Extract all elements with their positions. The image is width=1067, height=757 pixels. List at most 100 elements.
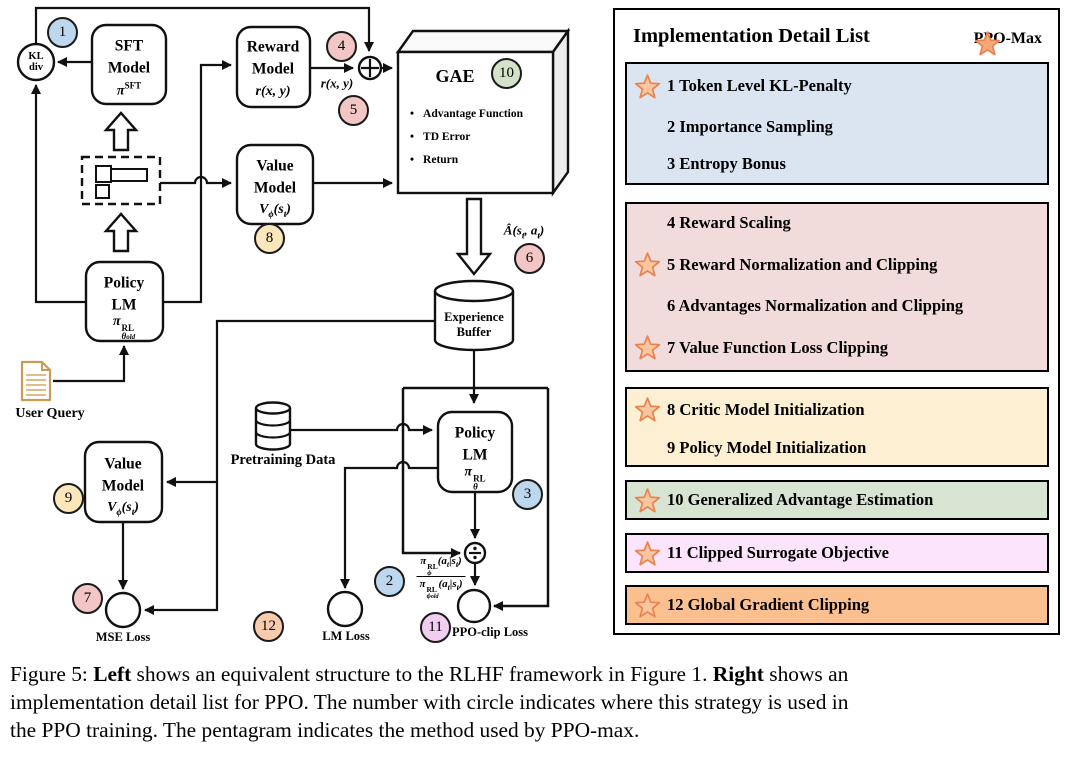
sft-model-box bbox=[90, 23, 168, 106]
block-arrow-policyold-to-ranked bbox=[103, 212, 139, 253]
value-bottom-math-label: Vϕ(st) bbox=[107, 500, 139, 517]
sft-label-line2: Model bbox=[107, 59, 151, 77]
bullet-glyph: • bbox=[410, 154, 415, 166]
reward-label-line1: Reward bbox=[246, 38, 300, 56]
detail-group-kl: 1 Token Level KL-Penalty 2 Importance Sa… bbox=[625, 62, 1049, 185]
user-query-doc-lines bbox=[26, 374, 46, 396]
detail-item-8: 8 Critic Model Initialization bbox=[627, 396, 1047, 423]
buffer-label-line1: Experience bbox=[444, 309, 504, 324]
gae-bullet-list: •Advantage Function •TD Error •Return bbox=[410, 108, 523, 177]
detail-item-3: 3 Entropy Bonus bbox=[667, 154, 786, 174]
reward-output-label: r(x, y) bbox=[320, 75, 354, 91]
detail-group-reward: 4 Reward Scaling 5 Reward Normalization … bbox=[625, 202, 1049, 372]
badge-12: 12 bbox=[253, 611, 284, 642]
lm-loss-node bbox=[326, 590, 364, 628]
pretraining-db-top bbox=[254, 401, 292, 415]
detail-item-5: 5 Reward Normalization and Clipping bbox=[627, 251, 1047, 278]
block-arrow-gae-to-buffer bbox=[455, 197, 493, 276]
experience-buffer-body bbox=[433, 291, 515, 352]
implementation-detail-panel: Implementation Detail List PPO-Max 1 Tok… bbox=[613, 8, 1060, 635]
ppo-max-star-icon bbox=[634, 335, 660, 360]
value-top-label-line1: Value bbox=[256, 157, 294, 175]
detail-group-gradient: 12 Global Gradient Clipping bbox=[625, 585, 1049, 625]
advantage-output-label: Â(st, at) bbox=[503, 222, 545, 241]
edge-buffer-to-mse bbox=[144, 319, 435, 615]
detail-item-2: 2 Importance Sampling bbox=[667, 116, 833, 136]
divide-dot-top bbox=[473, 546, 477, 551]
badge-10: 10 bbox=[491, 58, 522, 89]
ppo-max-star-icon bbox=[634, 73, 660, 99]
panel-title: Implementation Detail List bbox=[633, 25, 870, 47]
edge-policynew-to-lmloss bbox=[340, 460, 438, 589]
gae-bullet-item: •TD Error bbox=[410, 131, 471, 143]
policy-new-label-line1: Policy bbox=[454, 424, 496, 442]
badge-11: 11 bbox=[420, 612, 451, 643]
gae-bullet-item: •Advantage Function bbox=[410, 108, 524, 120]
ppo-max-star-icon bbox=[634, 397, 660, 422]
bullet-glyph: • bbox=[410, 108, 415, 120]
detail-item-6: 6 Advantages Normalization and Clipping bbox=[667, 296, 964, 315]
pretraining-data-label: Pretraining Data bbox=[230, 451, 336, 468]
detail-group-gae: 10 Generalized Advantage Estimation bbox=[625, 480, 1049, 520]
gae-bullet-item: •Return bbox=[410, 154, 459, 166]
detail-item-12: 12 Global Gradient Clipping bbox=[627, 592, 1047, 619]
policy-lm-old-box bbox=[84, 260, 165, 343]
gae-box-front-face bbox=[396, 50, 555, 195]
kl-div-label-line1: KL bbox=[28, 50, 44, 62]
pretraining-db-disks bbox=[254, 419, 292, 439]
experience-buffer-top bbox=[433, 279, 515, 303]
ppo-clip-loss-node bbox=[456, 588, 492, 624]
sft-label-line1: SFT bbox=[114, 37, 144, 55]
caption-line-3: the PPO training. The pentagram indicate… bbox=[10, 718, 640, 742]
pretraining-db-body bbox=[254, 408, 292, 451]
mse-loss-node bbox=[104, 591, 142, 629]
user-query-doc-fold bbox=[41, 362, 50, 371]
edge-policyold-to-kl bbox=[31, 84, 86, 304]
reward-label-line2: Model bbox=[251, 60, 295, 78]
caption-line-2: implementation detail list for PPO. The … bbox=[10, 690, 849, 714]
value-top-math-label: Vϕ(st) bbox=[259, 202, 291, 219]
sum-plus-glyph bbox=[361, 59, 379, 77]
ppo-max-legend: PPO-Max bbox=[974, 30, 1042, 56]
policy-lm-new-box bbox=[436, 410, 514, 494]
user-query-label: User Query bbox=[15, 406, 85, 421]
edge-userquery-to-policyold bbox=[53, 345, 129, 383]
ppo-clip-loss-label: PPO-clip Loss bbox=[451, 624, 529, 639]
badge-1: 1 bbox=[47, 17, 78, 48]
badge-9: 9 bbox=[53, 483, 84, 514]
detail-item-7: 7 Value Function Loss Clipping bbox=[627, 334, 1047, 361]
policy-old-label-line2: LM bbox=[111, 296, 137, 314]
ppo-max-star-icon bbox=[634, 487, 660, 512]
ppo-max-star-icon bbox=[634, 592, 660, 617]
badge-2: 2 bbox=[374, 566, 405, 597]
edge-bigbox-right-to-ppoloss bbox=[493, 388, 550, 611]
detail-group-surrogate: 11 Clipped Surrogate Objective bbox=[625, 533, 1049, 573]
edge-ranked-to-valuetop bbox=[160, 175, 232, 188]
value-bottom-label-line2: Model bbox=[101, 477, 145, 495]
value-bottom-label-line1: Value bbox=[104, 455, 142, 473]
bullet-glyph: • bbox=[410, 131, 415, 143]
policy-old-label-line1: Policy bbox=[103, 274, 145, 292]
ppo-max-star-icon bbox=[634, 540, 660, 565]
divide-dot-bottom bbox=[473, 555, 477, 560]
detail-item-11: 11 Clipped Surrogate Objective bbox=[627, 540, 1047, 567]
badge-4: 4 bbox=[326, 31, 357, 62]
ppo-max-star-icon bbox=[974, 31, 1000, 56]
gae-title: GAE bbox=[435, 66, 475, 86]
gae-box-top-face bbox=[395, 29, 571, 54]
lm-loss-label: LM Loss bbox=[322, 628, 370, 643]
gae-box-side-face bbox=[551, 27, 570, 197]
badge-8: 8 bbox=[254, 223, 285, 254]
rlhf-diagram-canvas bbox=[16, 6, 571, 629]
edge-pretrain-to-policynew bbox=[291, 422, 433, 435]
reward-math-label: r(x, y) bbox=[255, 84, 291, 99]
detail-item-4: 4 Reward Scaling bbox=[667, 213, 791, 232]
reward-model-box bbox=[235, 25, 312, 109]
ranked-data-bar-3 bbox=[95, 184, 110, 199]
kl-div-label-line2: div bbox=[28, 61, 44, 73]
edge-kl-to-gae-sum bbox=[34, 6, 374, 52]
